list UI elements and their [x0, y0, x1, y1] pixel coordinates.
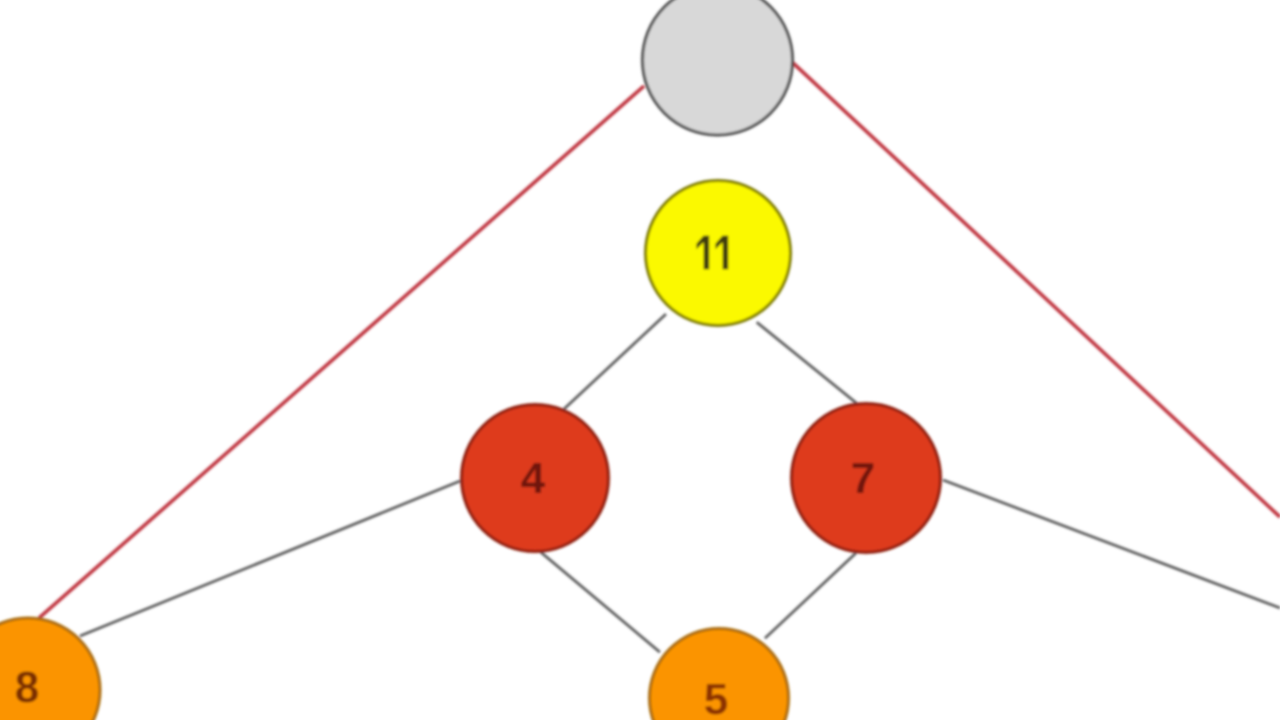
svg-text:5: 5 — [704, 675, 728, 720]
svg-text:7: 7 — [851, 454, 875, 503]
svg-text:8: 8 — [15, 663, 39, 712]
svg-text:4: 4 — [521, 454, 546, 503]
